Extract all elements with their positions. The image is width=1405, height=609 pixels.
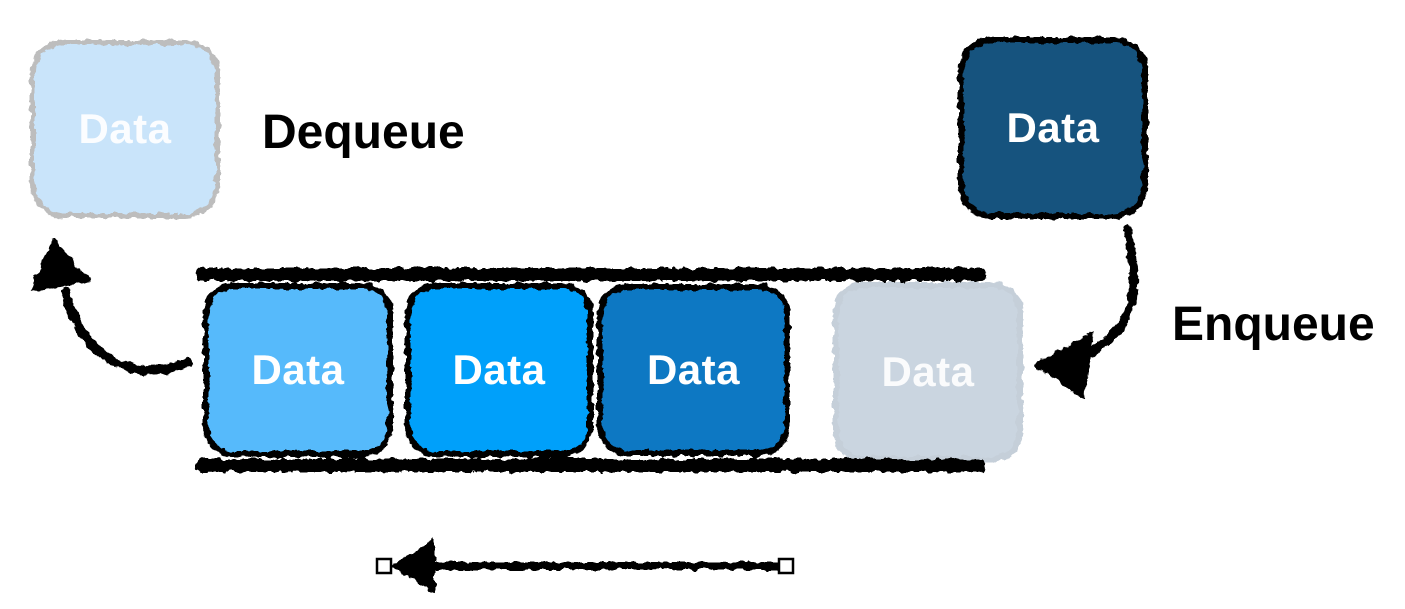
- queue-item-ghost-label: Data: [881, 348, 975, 395]
- incoming-data-box-label: Data: [1006, 104, 1100, 151]
- queue-item-3-label: Data: [646, 346, 741, 393]
- enqueue-label: Enqueue: [1172, 298, 1375, 351]
- queue-item-3-skin: [597, 284, 790, 456]
- queue-item-2-label: Data: [452, 346, 546, 393]
- queue-item-3: Data: [597, 284, 790, 456]
- direction-arrowhead-icon: [391, 538, 435, 594]
- dequeue-label: Dequeue: [262, 106, 465, 159]
- direction-arrow-handles: [375, 557, 795, 575]
- enqueue-arrow-icon: [1033, 224, 1139, 399]
- dequeued-data-box-label: Data: [78, 105, 172, 152]
- dequeued-data-box-skin: [30, 40, 220, 218]
- direction-arrow-icon: [391, 538, 786, 594]
- arrow-handle-right-icon: [777, 557, 795, 575]
- dequeue-arrow-icon: [29, 238, 193, 375]
- enqueue-arrow-shaft: [1086, 224, 1139, 357]
- arrow-handle-left-icon: [375, 557, 393, 575]
- queue-item-1: Data: [203, 283, 393, 457]
- queue-rail-top: [196, 268, 986, 281]
- queue-item-ghost: Data: [833, 282, 1023, 462]
- incoming-data-box-skin: [958, 37, 1148, 219]
- queue-item-1-skin: [203, 283, 393, 457]
- queue-item-2-skin: [405, 283, 593, 457]
- dequeue-arrowhead-icon: [29, 238, 91, 292]
- dequeue-arrow-shaft: [61, 287, 193, 375]
- queue-item-1-label: Data: [251, 346, 345, 393]
- dequeued-data-box: Data: [30, 40, 220, 218]
- enqueue-arrowhead-icon: [1033, 331, 1094, 399]
- incoming-data-box: Data: [958, 37, 1148, 219]
- queue-item-2: Data: [405, 283, 593, 457]
